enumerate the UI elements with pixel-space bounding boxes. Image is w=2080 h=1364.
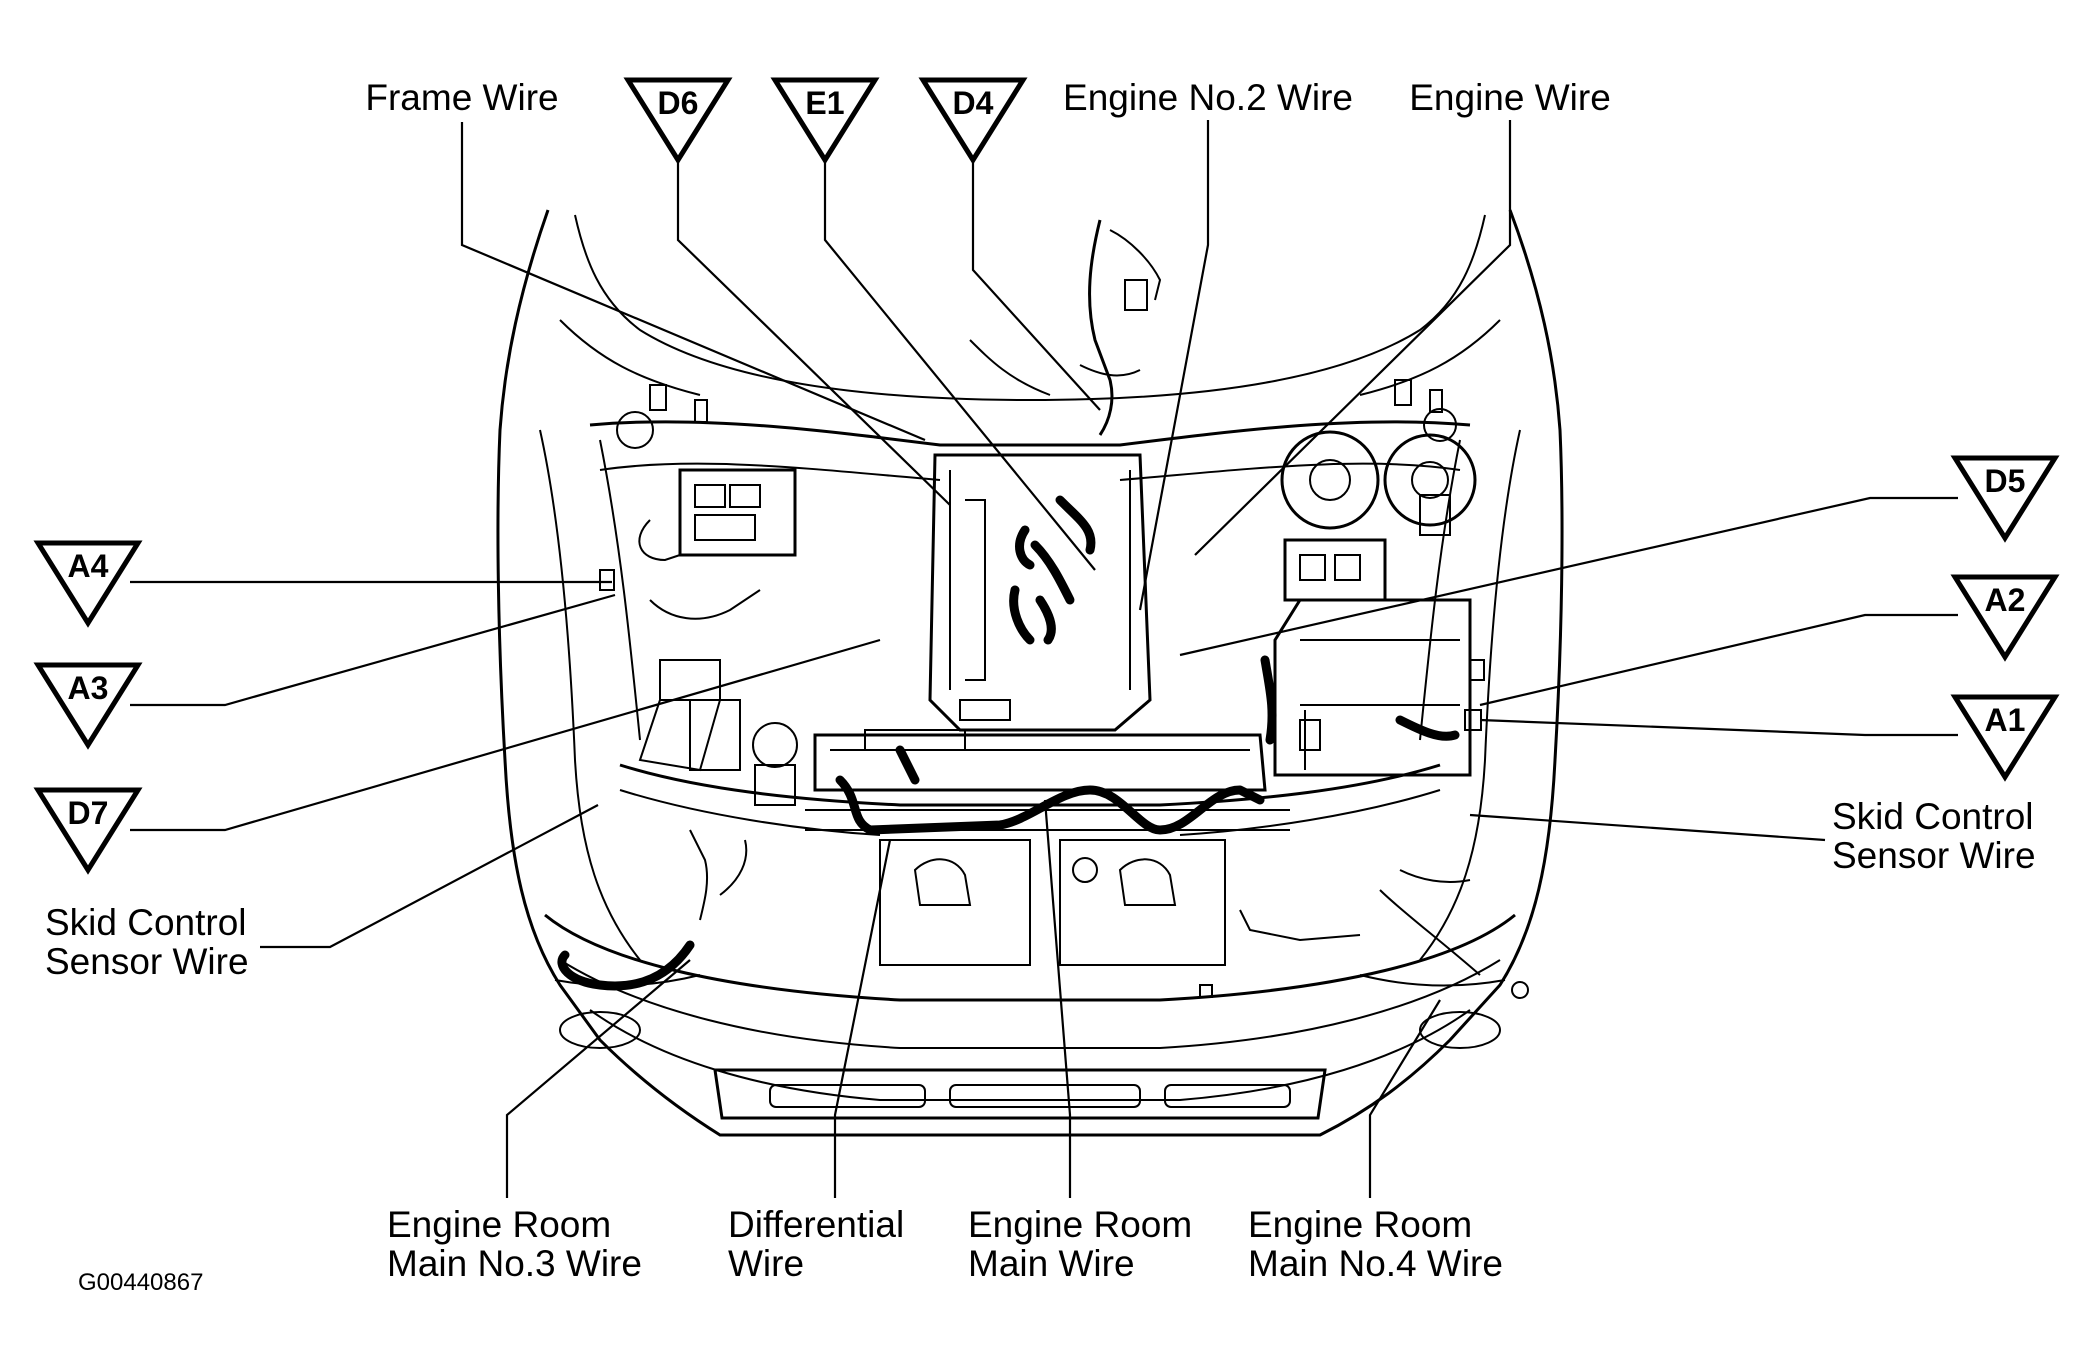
connector-a4-label: A4 bbox=[68, 548, 109, 584]
leader-lines bbox=[130, 120, 1958, 1198]
connector-e1: E1 bbox=[775, 80, 875, 160]
label-skid-control-left-1: Skid Control bbox=[45, 902, 247, 943]
label-engine-wire: Engine Wire bbox=[1409, 77, 1611, 118]
label-skid-control-right-1: Skid Control bbox=[1832, 796, 2034, 837]
connector-a2-label: A2 bbox=[1985, 582, 2026, 618]
label-frame-wire: Frame Wire bbox=[365, 77, 558, 118]
connector-a2: A2 bbox=[1955, 577, 2055, 657]
connector-e1-label: E1 bbox=[805, 85, 844, 121]
connector-d4-label: D4 bbox=[953, 85, 994, 121]
label-erm-no3-1: Engine Room bbox=[387, 1204, 611, 1245]
label-erm-main-2: Main Wire bbox=[968, 1243, 1135, 1284]
label-erm-no3-2: Main No.3 Wire bbox=[387, 1243, 642, 1284]
label-erm-main-1: Engine Room bbox=[968, 1204, 1192, 1245]
vehicle-outline bbox=[498, 210, 1562, 1135]
label-erm-no4-2: Main No.4 Wire bbox=[1248, 1243, 1503, 1284]
connector-a3-label: A3 bbox=[68, 670, 109, 706]
connector-d6-label: D6 bbox=[658, 85, 699, 121]
connector-d7-label: D7 bbox=[68, 795, 109, 831]
label-erm-no4-1: Engine Room bbox=[1248, 1204, 1472, 1245]
connector-d5-label: D5 bbox=[1985, 463, 2026, 499]
drawing-code: G00440867 bbox=[78, 1269, 203, 1296]
connector-a4: A4 bbox=[38, 543, 138, 623]
label-differential-1: Differential bbox=[728, 1204, 904, 1245]
connector-a3: A3 bbox=[38, 665, 138, 745]
connector-a1-label: A1 bbox=[1985, 702, 2026, 738]
connector-a1: A1 bbox=[1955, 697, 2055, 777]
label-skid-control-left-2: Sensor Wire bbox=[45, 941, 249, 982]
connector-d6: D6 bbox=[628, 80, 728, 160]
connector-d7: D7 bbox=[38, 790, 138, 870]
label-engine-no2-wire: Engine No.2 Wire bbox=[1063, 77, 1353, 118]
label-skid-control-right-2: Sensor Wire bbox=[1832, 835, 2036, 876]
connector-d5: D5 bbox=[1955, 458, 2055, 538]
connector-d4: D4 bbox=[923, 80, 1023, 160]
label-differential-2: Wire bbox=[728, 1243, 804, 1284]
